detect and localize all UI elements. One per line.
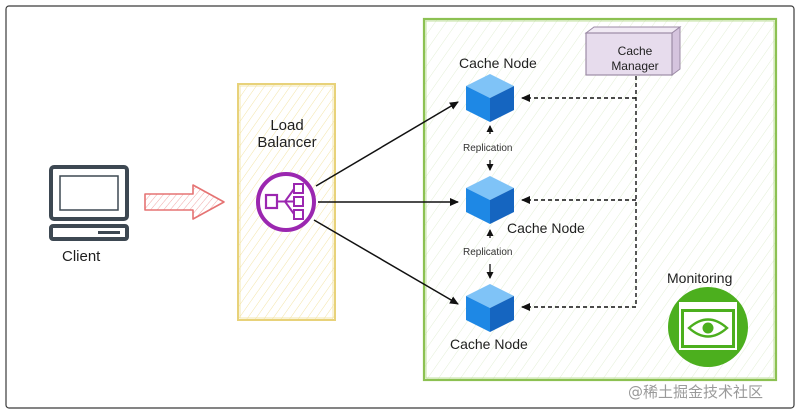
cube-icon — [466, 176, 514, 224]
desktop-computer-icon — [49, 165, 129, 241]
cache-manager-label: Cache Manager — [611, 44, 659, 73]
manager-connections — [521, 76, 637, 311]
elastic-load-balancer-icon — [256, 172, 316, 232]
cache-node-label: Cache Node — [459, 55, 537, 71]
replication-label: Replication — [463, 247, 513, 258]
cache-node-label: Cache Node — [450, 336, 528, 352]
eye-monitor-icon — [668, 287, 748, 367]
replication-label: Replication — [463, 143, 513, 154]
watermark: @稀土掘金技术社区 — [628, 383, 764, 401]
cube-icon — [466, 284, 514, 332]
cache-manager-box — [584, 26, 682, 76]
monitoring-label: Monitoring — [667, 270, 733, 286]
client-request-arrow — [144, 184, 225, 220]
cube-icon — [466, 74, 514, 122]
client-label: Client — [62, 248, 101, 265]
load-balancer-routes — [313, 101, 459, 305]
load-balancer-title: Load Balancer — [257, 117, 317, 152]
cache-node-label: Cache Node — [507, 220, 585, 236]
